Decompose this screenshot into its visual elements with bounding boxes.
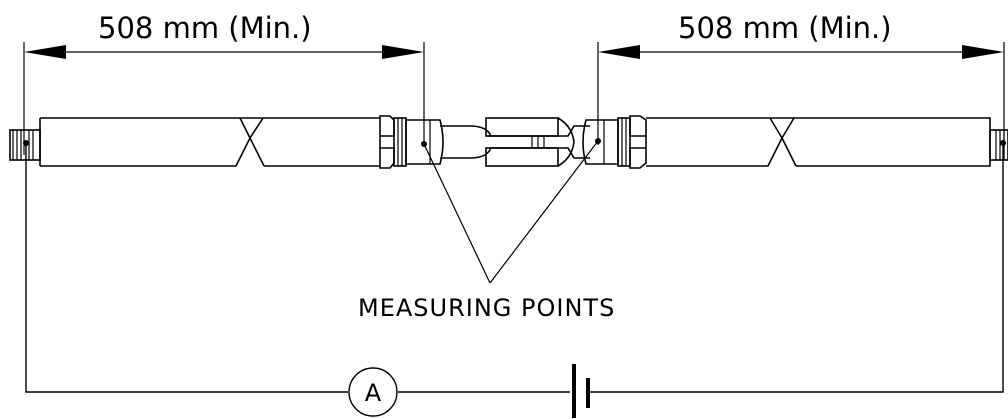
callout-leader-left bbox=[423, 143, 491, 284]
circuit-wire-left bbox=[25, 143, 348, 393]
right-ferrule bbox=[582, 119, 619, 165]
right-dimension-arrow-left bbox=[598, 45, 640, 59]
right-dimension-label: 508 mm (Min.) bbox=[678, 11, 892, 45]
test-circuit: A bbox=[25, 143, 1004, 418]
right-dimension: 508 mm (Min.) bbox=[597, 11, 1005, 155]
circuit-wire-right bbox=[590, 143, 1004, 393]
ammeter: A bbox=[348, 367, 398, 417]
right-hose-body bbox=[646, 117, 991, 167]
left-hose-body bbox=[39, 117, 380, 167]
ammeter-circle bbox=[348, 367, 398, 417]
left-dimension-label: 508 mm (Min.) bbox=[98, 11, 312, 45]
right-hex-nut bbox=[617, 115, 647, 169]
callout-leader-right bbox=[489, 140, 599, 284]
left-dimension: 508 mm (Min.) bbox=[23, 11, 425, 155]
ammeter-symbol: A bbox=[365, 379, 382, 407]
right-dimension-arrow-right bbox=[962, 45, 1004, 59]
left-dimension-arrow-right bbox=[382, 45, 424, 59]
battery-symbol bbox=[572, 364, 590, 418]
center-adapter bbox=[440, 117, 590, 167]
measuring-points-label: MEASURING POINTS bbox=[358, 294, 615, 322]
left-dimension-arrow-left bbox=[24, 45, 66, 59]
measuring-points-callout: MEASURING POINTS bbox=[358, 140, 615, 322]
left-hex-nut bbox=[379, 115, 407, 169]
hose-assembly bbox=[9, 115, 1008, 169]
right-hose-end bbox=[989, 129, 1008, 161]
